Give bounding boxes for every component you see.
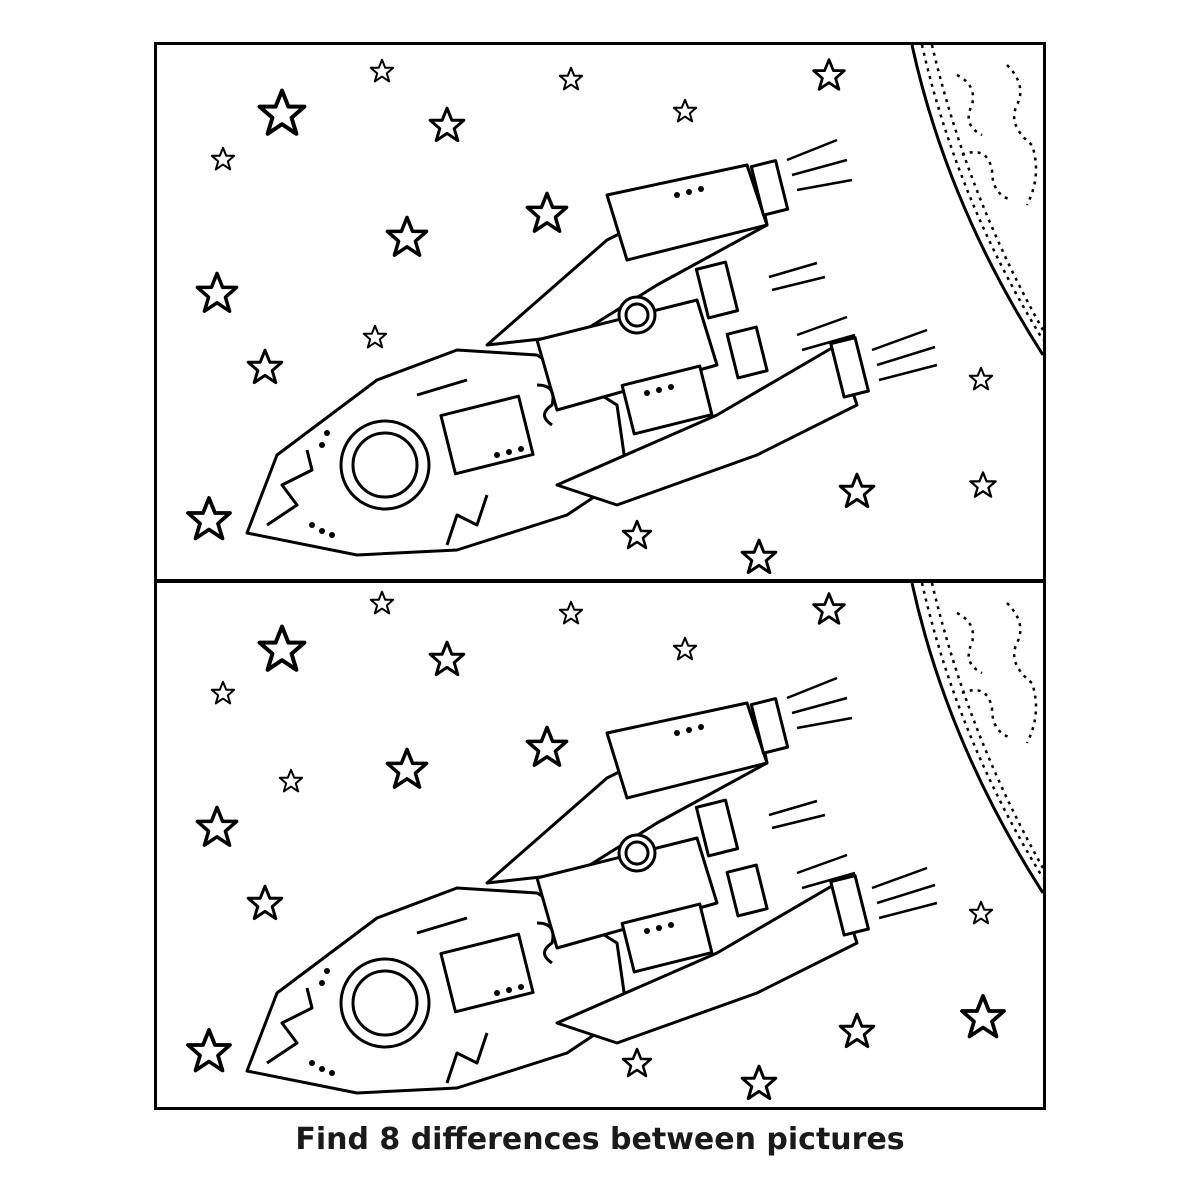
puzzle-caption: Find 8 differences between pictures bbox=[295, 1122, 905, 1157]
bottom-picture-panel[interactable] bbox=[154, 580, 1046, 1110]
planet-illustration bbox=[910, 583, 1043, 895]
planet-illustration bbox=[910, 45, 1043, 357]
rocket-illustration bbox=[245, 138, 939, 557]
bottom-scene bbox=[186, 583, 1043, 1101]
top-scene bbox=[186, 45, 1043, 575]
top-picture-panel[interactable] bbox=[154, 42, 1046, 582]
rocket-illustration bbox=[245, 676, 939, 1095]
